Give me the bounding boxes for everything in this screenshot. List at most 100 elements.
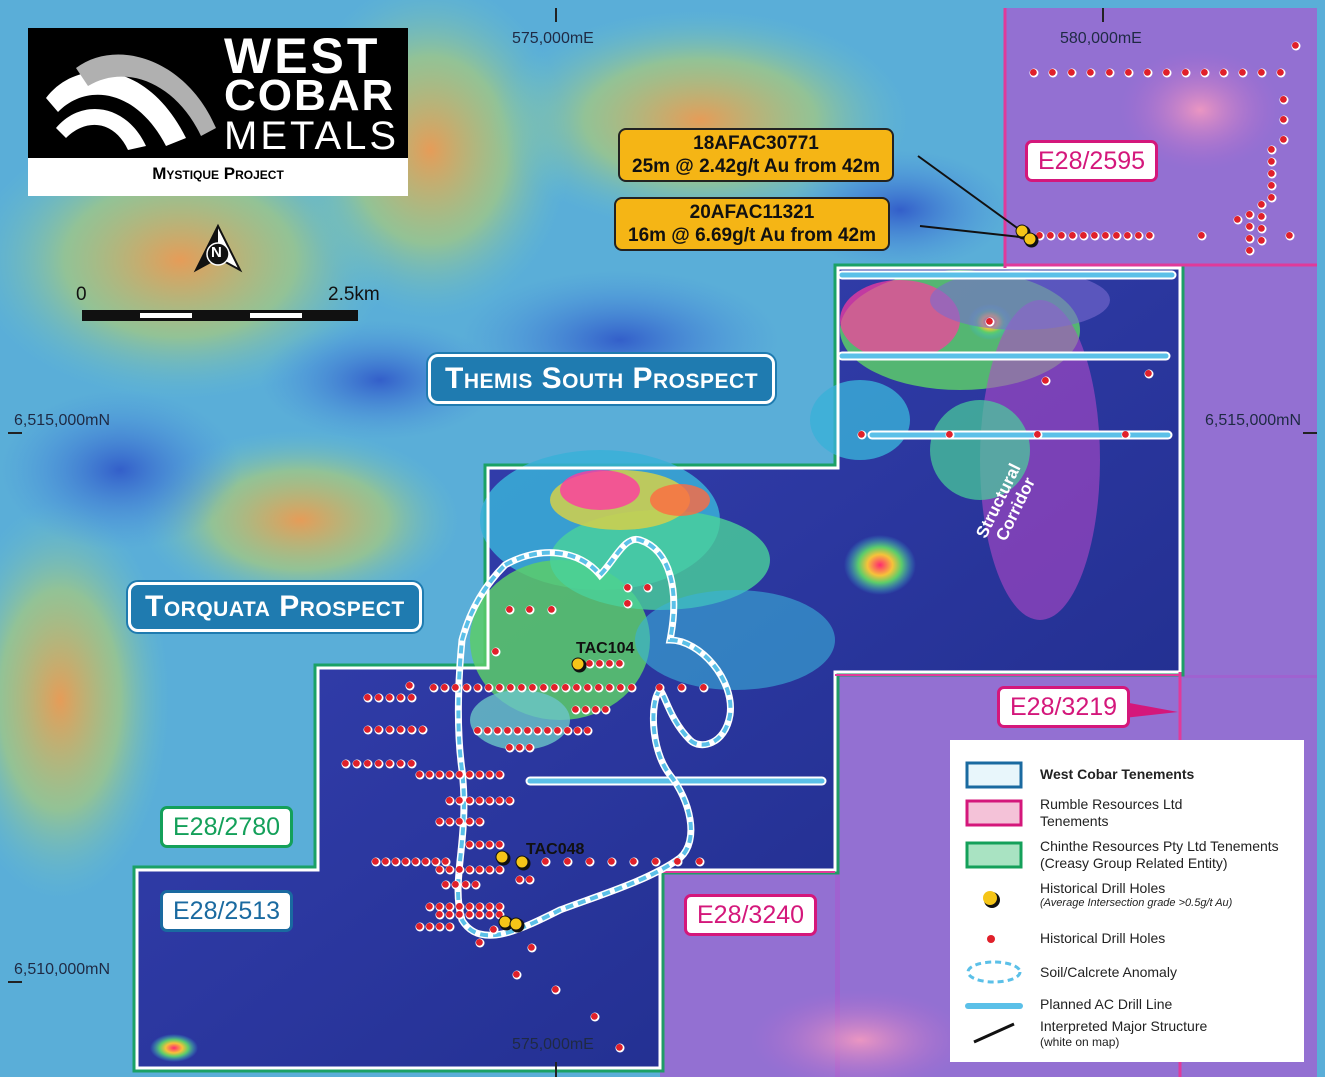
drill-hole-marker: [656, 684, 663, 691]
drill-hole-marker: [1080, 232, 1087, 239]
drill-hole-marker: [426, 903, 433, 910]
significant-hole-marker: [1015, 224, 1029, 238]
intercept-callout-1: 18AFAC30771 25m @ 2.42g/t Au from 42m: [618, 128, 895, 182]
drill-hole-marker: [606, 684, 613, 691]
drill-hole-marker: [436, 818, 443, 825]
drill-hole-marker: [674, 858, 681, 865]
drill-hole-marker: [386, 726, 393, 733]
drill-hole-marker: [442, 881, 449, 888]
drill-hole-marker: [364, 694, 371, 701]
drill-hole-marker: [456, 911, 463, 918]
callout-result: 16m @ 6.69g/t Au from 42m: [628, 225, 877, 246]
drill-hole-marker: [1201, 69, 1208, 76]
drill-hole-marker: [616, 660, 623, 667]
legend-planned-line-icon: [965, 1003, 1023, 1009]
drill-hole-marker: [1246, 223, 1253, 230]
prospect-label-torquata: Torquata Prospect: [128, 582, 422, 632]
significant-drill-holes: [495, 224, 1039, 933]
drill-hole-marker: [1258, 237, 1265, 244]
drill-hole-marker: [353, 760, 360, 767]
drill-hole-marker: [474, 727, 481, 734]
drill-hole-marker: [617, 684, 624, 691]
drill-hole-marker: [372, 858, 379, 865]
drill-hole-marker: [1286, 232, 1293, 239]
north-arrow-icon: [193, 223, 243, 273]
drill-hole-marker: [518, 684, 525, 691]
drill-hole-marker: [1125, 69, 1132, 76]
drill-hole-marker: [542, 858, 549, 865]
drill-hole-marker: [540, 684, 547, 691]
tenement-label-e28-2780: E28/2780: [160, 806, 294, 848]
drill-hole-marker: [582, 706, 589, 713]
drill-hole-marker: [1113, 232, 1120, 239]
drill-hole-marker: [551, 684, 558, 691]
logo-word-1: WEST: [224, 28, 381, 84]
legend-swatch-west-cobar: [965, 761, 1023, 789]
scale-end-label: 2.5km: [328, 284, 380, 305]
legend-structure-icon: [973, 1022, 1015, 1044]
project-name: Mystique Project: [152, 164, 284, 183]
drill-hole-marker: [436, 866, 443, 873]
drill-hole-marker: [494, 727, 501, 734]
drill-hole-marker: [507, 684, 514, 691]
drill-hole-marker: [1058, 232, 1065, 239]
drill-hole-marker: [426, 923, 433, 930]
drill-hole-marker: [644, 584, 651, 591]
drill-hole-marker: [544, 727, 551, 734]
drill-hole-marker: [476, 841, 483, 848]
drill-hole-marker: [1234, 216, 1241, 223]
drill-hole-marker: [476, 903, 483, 910]
drill-hole-marker: [858, 431, 865, 438]
drill-hole-marker: [466, 911, 473, 918]
drill-hole-marker: [584, 727, 591, 734]
drill-hole-marker: [442, 858, 449, 865]
drill-hole-marker: [496, 841, 503, 848]
drill-hole-marker: [513, 971, 520, 978]
drill-hole-marker: [496, 866, 503, 873]
drill-hole-marker: [496, 771, 503, 778]
drill-hole-marker: [456, 866, 463, 873]
map-legend: West Cobar Tenements Rumble Resources Lt…: [950, 740, 1304, 1062]
scale-bar: [82, 310, 358, 321]
drill-hole-marker: [595, 684, 602, 691]
drill-hole-marker: [700, 684, 707, 691]
drill-hole-marker: [408, 726, 415, 733]
drill-hole-marker: [1258, 69, 1265, 76]
drill-hole-marker: [382, 858, 389, 865]
drill-hole-marker: [397, 726, 404, 733]
scale-start-label: 0: [76, 284, 87, 305]
drill-hole-marker: [490, 926, 497, 933]
drill-hole-marker: [606, 660, 613, 667]
drill-hole-marker: [446, 866, 453, 873]
drill-hole-marker: [386, 694, 393, 701]
drill-hole-marker: [446, 771, 453, 778]
drill-hole-marker: [419, 726, 426, 733]
drill-hole-marker: [486, 841, 493, 848]
drill-hole-marker: [422, 858, 429, 865]
drill-hole-marker: [1087, 69, 1094, 76]
drill-hole-marker: [446, 797, 453, 804]
drill-hole-marker: [1280, 96, 1287, 103]
drill-hole-marker: [476, 818, 483, 825]
drill-hole-marker: [526, 876, 533, 883]
drill-hole-marker: [586, 858, 593, 865]
drill-hole-marker: [506, 797, 513, 804]
drill-hole-marker: [1246, 211, 1253, 218]
logo-block: WEST COBAR METALS: [28, 28, 408, 158]
drill-hole-marker: [436, 911, 443, 918]
legend-anomaly-icon: [966, 960, 1022, 984]
hole-label-tac104: TAC104: [576, 640, 635, 657]
legend-gold-hole-icon: [983, 891, 1000, 908]
drill-hole-marker: [476, 939, 483, 946]
drill-hole-marker: [1268, 182, 1275, 189]
drill-hole-marker: [624, 600, 631, 607]
drill-hole-marker: [1124, 232, 1131, 239]
drill-hole-marker: [1246, 235, 1253, 242]
drill-hole-marker: [466, 797, 473, 804]
drill-hole-marker: [986, 318, 993, 325]
drill-hole-marker: [375, 760, 382, 767]
drill-hole-marker: [476, 771, 483, 778]
drill-hole-marker: [608, 858, 615, 865]
drill-hole-marker: [562, 684, 569, 691]
callout-hole-id: 18AFAC30771: [693, 133, 819, 154]
